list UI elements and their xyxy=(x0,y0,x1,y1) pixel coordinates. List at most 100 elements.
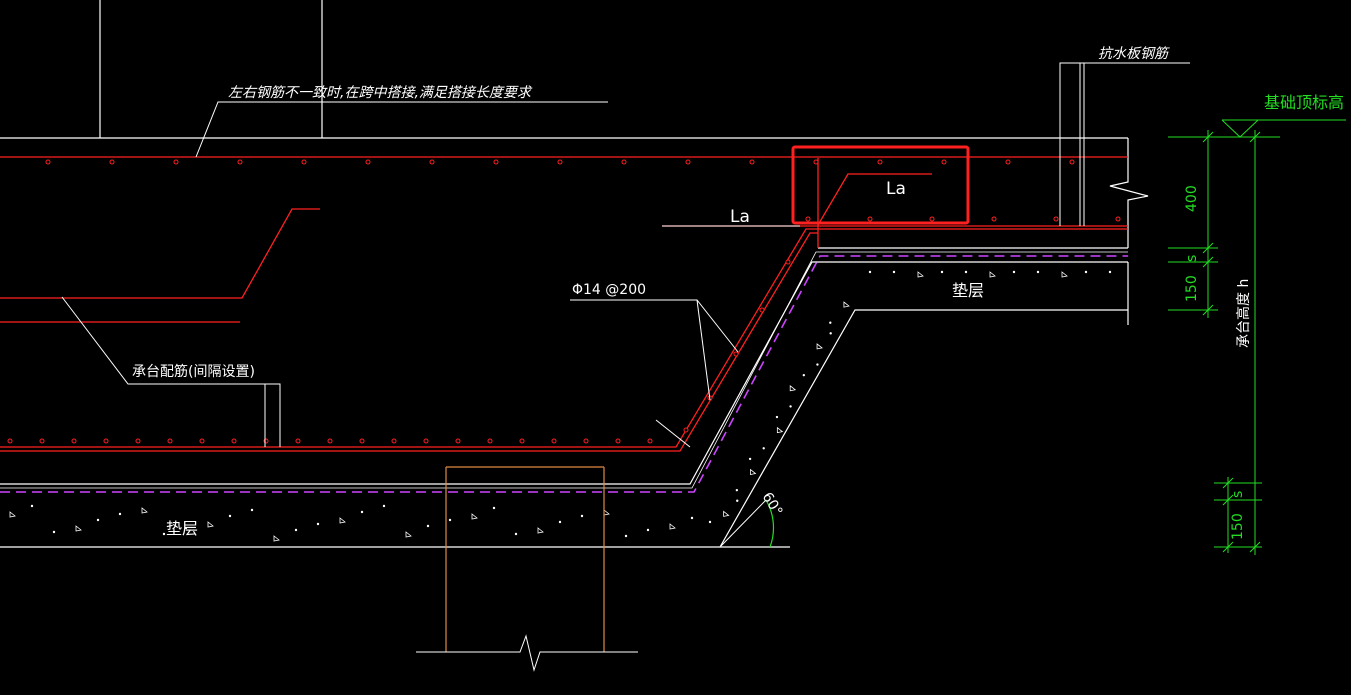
rebar-dot xyxy=(487,438,493,444)
rebar-dot xyxy=(683,427,689,433)
rebar-dot xyxy=(231,438,237,444)
cushion-mark xyxy=(250,508,254,512)
cushion-mark xyxy=(1084,270,1088,274)
angle-label: 60° xyxy=(759,490,786,520)
rebar-dot xyxy=(103,438,109,444)
cushion-mark xyxy=(1036,270,1040,274)
cushion-mark xyxy=(776,426,784,434)
rebar-dot xyxy=(551,438,557,444)
rebar-dot xyxy=(493,159,499,165)
cushion-mark xyxy=(646,528,650,532)
rebar-dot xyxy=(327,438,333,444)
foundation-top-label: 基础顶标高 xyxy=(1264,93,1344,112)
cushion-right-label: 垫层 xyxy=(952,281,984,300)
rebar-dot xyxy=(557,159,563,165)
cushion-mark xyxy=(96,518,100,522)
rebar-dot xyxy=(941,159,947,165)
cushion-mark xyxy=(669,523,676,530)
cushion-mark xyxy=(748,457,752,461)
rebar-spec-label: Φ14 @200 xyxy=(572,282,646,298)
cushion-mark xyxy=(775,415,779,419)
cushion-mark xyxy=(184,526,188,530)
cushion-mark xyxy=(448,518,452,522)
cushion-mark xyxy=(141,507,148,514)
dim-s-bottom: s xyxy=(1230,491,1246,498)
cushion-mark xyxy=(917,271,924,278)
cushion-mark xyxy=(492,506,496,510)
cushion-mark xyxy=(1061,271,1068,278)
cushion-mark xyxy=(1108,270,1112,274)
cushion-mark xyxy=(537,527,544,534)
slab-outline xyxy=(0,0,1149,548)
rebar-dot xyxy=(7,438,13,444)
dimension-lines xyxy=(1168,119,1346,555)
cushion-mark xyxy=(868,270,872,274)
rebar-dot xyxy=(135,438,141,444)
cushion-mark xyxy=(471,513,478,520)
dim-400: 400 xyxy=(1184,185,1200,212)
rebar-dot xyxy=(991,216,997,222)
rebar-dot xyxy=(167,438,173,444)
rebar-dot xyxy=(877,159,883,165)
rebar-dot xyxy=(423,438,429,444)
rebar-dot xyxy=(429,159,435,165)
cushion-mark xyxy=(382,504,386,508)
leader-lines xyxy=(61,62,1190,548)
rebar-dot xyxy=(1053,216,1059,222)
cushion-mark xyxy=(843,301,850,308)
rebar-dot xyxy=(615,438,621,444)
cushion-mark xyxy=(789,405,792,408)
dim-150-bottom: 150 xyxy=(1230,513,1246,540)
cushion-mark xyxy=(736,499,739,502)
cushion-mark xyxy=(514,532,518,536)
cushion-mark xyxy=(360,510,364,514)
highlight-box xyxy=(791,145,970,225)
cushion-mark xyxy=(294,528,298,532)
cushion-mark xyxy=(723,510,730,517)
cushion-mark xyxy=(273,535,280,542)
rebar-dot xyxy=(867,216,873,222)
cushion-mark xyxy=(118,512,122,516)
rebar-dot xyxy=(39,438,45,444)
rebar-dot xyxy=(685,159,691,165)
waterproof-membrane-line-2 xyxy=(0,251,1128,489)
angle-arc xyxy=(765,499,775,548)
cushion-mark xyxy=(30,504,34,508)
cushion-texture xyxy=(9,270,1112,542)
cushion-mark xyxy=(964,270,968,274)
rebar-dot xyxy=(295,438,301,444)
column-outline xyxy=(445,466,605,652)
rebar-dot xyxy=(301,159,307,165)
rebar-dot xyxy=(109,159,115,165)
cushion-mark xyxy=(405,531,412,538)
dim-150-top: 150 xyxy=(1184,275,1200,302)
rebar-dot xyxy=(583,438,589,444)
rebar-dot xyxy=(621,159,627,165)
cushion-bottom-label: 垫层 xyxy=(166,519,198,538)
cushion-mark xyxy=(624,534,628,538)
column-break-line xyxy=(416,634,638,672)
cushion-mark xyxy=(339,517,346,524)
cushion-mark xyxy=(162,532,166,536)
waterproof-rebar-label: 抗水板钢筋 xyxy=(1098,46,1170,62)
rebar-dot xyxy=(733,351,739,357)
cushion-mark xyxy=(75,525,82,532)
dim-s-top: s xyxy=(1184,255,1200,262)
rebar-dot xyxy=(365,159,371,165)
cushion-mark xyxy=(989,271,996,278)
cushion-mark xyxy=(750,468,757,476)
rebar-dot xyxy=(71,438,77,444)
cushion-mark xyxy=(580,514,584,518)
rebar-lines xyxy=(0,156,1128,452)
rebar-dot xyxy=(785,259,791,265)
cushion-mark xyxy=(9,511,16,518)
cushion-mark xyxy=(690,516,694,520)
cushion-mark xyxy=(892,270,896,274)
cushion-mark xyxy=(207,521,214,528)
cushion-mark xyxy=(789,384,797,392)
cushion-mark xyxy=(708,520,712,524)
pile-cap-rebar-label: 承台配筋(间隔设置) xyxy=(132,363,255,380)
cushion-mark xyxy=(603,509,610,516)
cushion-mark xyxy=(816,363,819,366)
